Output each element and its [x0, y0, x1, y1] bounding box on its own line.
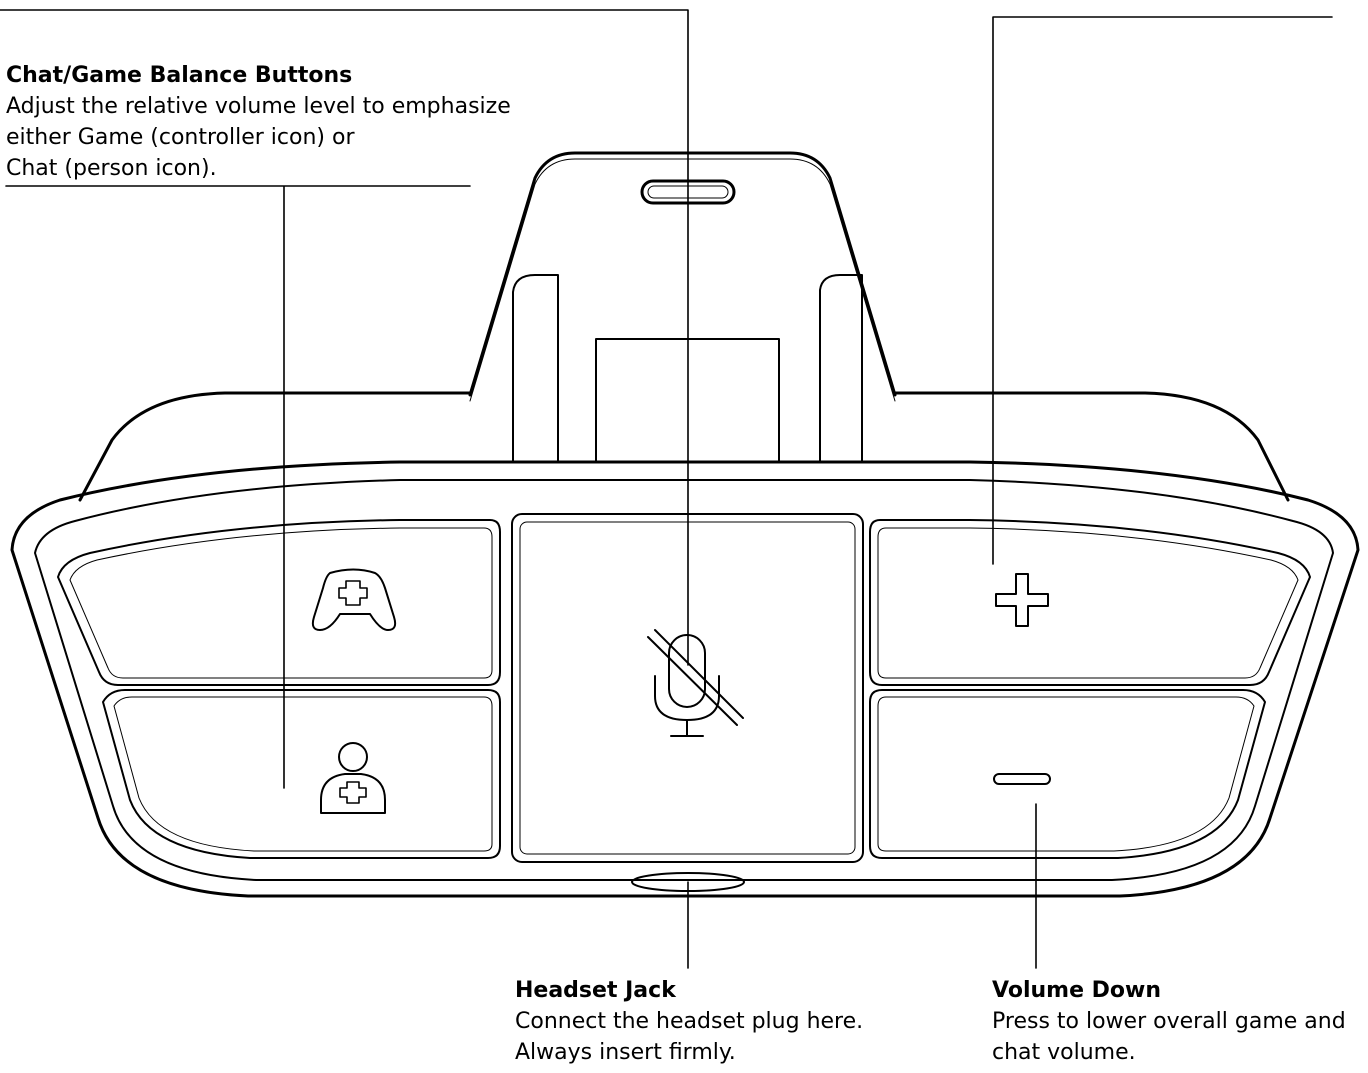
leader-mute: [0, 9, 689, 666]
game-balance-button[interactable]: [57, 519, 501, 686]
callout-title: Volume Down: [992, 978, 1162, 1003]
plus-icon: [995, 573, 1049, 627]
callout-line: chat volume.: [992, 1040, 1136, 1065]
adapter-bezel: [34, 479, 1334, 881]
callout-line: Always insert firmly.: [515, 1040, 736, 1065]
callout-title: Headset Jack: [515, 978, 676, 1003]
callout-line: Press to lower overall game and: [992, 1009, 1346, 1034]
callout-volume-down: Volume Down Press to lower overall game …: [992, 975, 1346, 1068]
leader-balance: [5, 185, 471, 789]
clip-post-left: [512, 274, 559, 463]
volume-down-button[interactable]: [869, 689, 1266, 859]
callout-headset-jack: Headset Jack Connect the headset plug he…: [515, 975, 863, 1068]
volume-up-button[interactable]: [869, 519, 1311, 686]
leader-lines: [0, 9, 1333, 969]
chat-balance-button[interactable]: [102, 689, 501, 859]
adapter-back-shell: [78, 391, 1290, 502]
adapter-body: [10, 460, 1360, 898]
controller-plus-icon: [311, 568, 397, 631]
callout-line: either Game (controller icon) or: [6, 125, 355, 150]
person-plus-icon: [320, 742, 386, 814]
adapter-clip: [468, 151, 897, 463]
clip-post-right: [819, 274, 863, 463]
callout-title: Chat/Game Balance Buttons: [6, 63, 353, 88]
callout-line: Connect the headset plug here.: [515, 1009, 864, 1034]
leader-volume-up: [992, 16, 1333, 565]
callout-balance-buttons: Chat/Game Balance Buttons Adjust the rel…: [6, 60, 511, 184]
callout-line: Adjust the relative volume level to emph…: [6, 94, 511, 119]
mic-muted-icon: [647, 629, 744, 737]
minus-icon: [993, 773, 1051, 785]
callout-line: Chat (person icon).: [6, 156, 217, 181]
